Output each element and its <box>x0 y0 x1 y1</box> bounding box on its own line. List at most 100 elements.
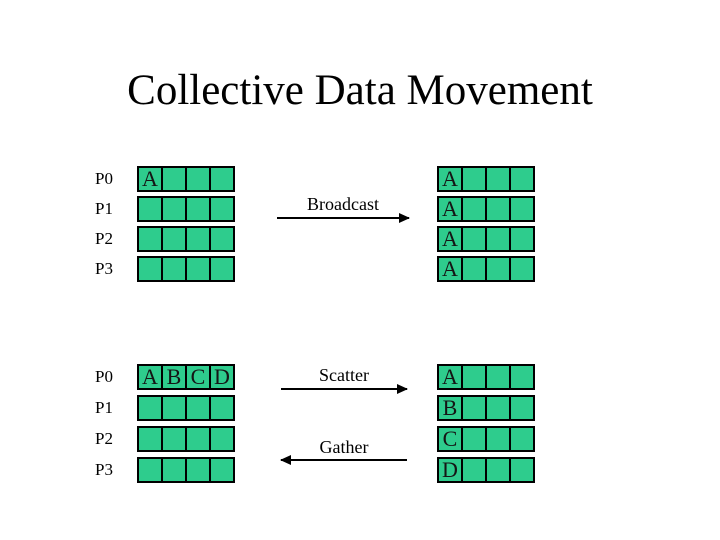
scatter-arrow-line <box>281 384 408 394</box>
data-cell <box>509 395 535 421</box>
data-cell <box>185 256 211 282</box>
data-cell <box>509 166 535 192</box>
process-row <box>137 426 235 452</box>
data-cell: B <box>437 395 463 421</box>
process-row: A <box>437 166 535 192</box>
data-cell <box>161 395 187 421</box>
left-arrow-icon <box>280 455 291 465</box>
data-cell <box>509 256 535 282</box>
gather-arrow-label: Gather <box>319 437 369 457</box>
data-cell <box>461 457 487 483</box>
process-label-p0: P0 <box>95 367 113 386</box>
broadcast-arrow-line <box>277 213 410 223</box>
data-cell <box>209 395 235 421</box>
data-cell <box>509 364 535 390</box>
broadcast-process-labels: P0 P1 P2 P3 <box>95 166 127 286</box>
process-row <box>137 457 235 483</box>
data-cell <box>485 457 511 483</box>
right-arrow-icon <box>399 213 410 223</box>
data-cell <box>209 426 235 452</box>
process-row: D <box>437 457 535 483</box>
data-cell <box>509 426 535 452</box>
scatter-arrow-label: Scatter <box>319 365 369 385</box>
data-cell: D <box>437 457 463 483</box>
process-label-p1: P1 <box>95 398 113 417</box>
process-row <box>137 196 235 222</box>
right-arrow-icon <box>397 384 408 394</box>
data-cell <box>461 256 487 282</box>
data-cell: B <box>161 364 187 390</box>
data-cell <box>485 426 511 452</box>
process-row <box>137 395 235 421</box>
process-row: A <box>437 256 535 282</box>
data-cell: A <box>437 256 463 282</box>
process-row: C <box>437 426 535 452</box>
process-row: B <box>437 395 535 421</box>
data-cell <box>161 256 187 282</box>
data-cell <box>161 226 187 252</box>
broadcast-arrow-label: Broadcast <box>307 194 379 214</box>
process-label-p2: P2 <box>95 229 113 248</box>
data-cell <box>509 196 535 222</box>
gather-arrow: Gather <box>280 437 407 465</box>
data-cell <box>485 395 511 421</box>
data-cell: A <box>137 166 163 192</box>
data-cell: A <box>437 226 463 252</box>
process-row <box>137 256 235 282</box>
data-cell <box>185 457 211 483</box>
data-cell: A <box>437 364 463 390</box>
data-cell <box>185 166 211 192</box>
data-cell <box>185 226 211 252</box>
data-cell <box>461 364 487 390</box>
data-cell <box>461 166 487 192</box>
slide-title: Collective Data Movement <box>127 67 593 114</box>
data-cell: C <box>437 426 463 452</box>
process-label-p2: P2 <box>95 429 113 448</box>
data-cell <box>161 166 187 192</box>
data-cell <box>185 395 211 421</box>
data-cell <box>209 256 235 282</box>
scatter-process-labels: P0 P1 P2 P3 <box>95 364 127 488</box>
data-cell <box>161 426 187 452</box>
process-label-p1: P1 <box>95 199 113 218</box>
data-cell: C <box>185 364 211 390</box>
data-cell <box>461 226 487 252</box>
data-cell <box>485 226 511 252</box>
data-cell: A <box>137 364 163 390</box>
process-row: A <box>437 196 535 222</box>
data-cell <box>461 426 487 452</box>
data-cell <box>461 196 487 222</box>
gather-arrow-line <box>280 455 407 465</box>
data-cell <box>137 256 163 282</box>
data-cell: D <box>209 364 235 390</box>
data-cell <box>161 457 187 483</box>
data-cell <box>185 196 211 222</box>
data-cell: A <box>437 196 463 222</box>
data-cell <box>137 426 163 452</box>
data-cell <box>209 196 235 222</box>
data-cell <box>137 226 163 252</box>
scatter-arrow: Scatter <box>281 365 408 394</box>
process-label-p3: P3 <box>95 460 113 479</box>
data-cell <box>137 457 163 483</box>
data-cell <box>485 364 511 390</box>
data-cell <box>209 457 235 483</box>
data-cell <box>137 196 163 222</box>
process-label-p0: P0 <box>95 169 113 188</box>
data-cell <box>161 196 187 222</box>
data-cell <box>485 256 511 282</box>
process-label-p3: P3 <box>95 259 113 278</box>
data-cell <box>185 426 211 452</box>
data-cell <box>509 226 535 252</box>
process-row: A <box>137 166 235 192</box>
data-cell: A <box>437 166 463 192</box>
process-row: A <box>437 226 535 252</box>
data-cell <box>485 196 511 222</box>
data-cell <box>137 395 163 421</box>
process-row: A <box>437 364 535 390</box>
